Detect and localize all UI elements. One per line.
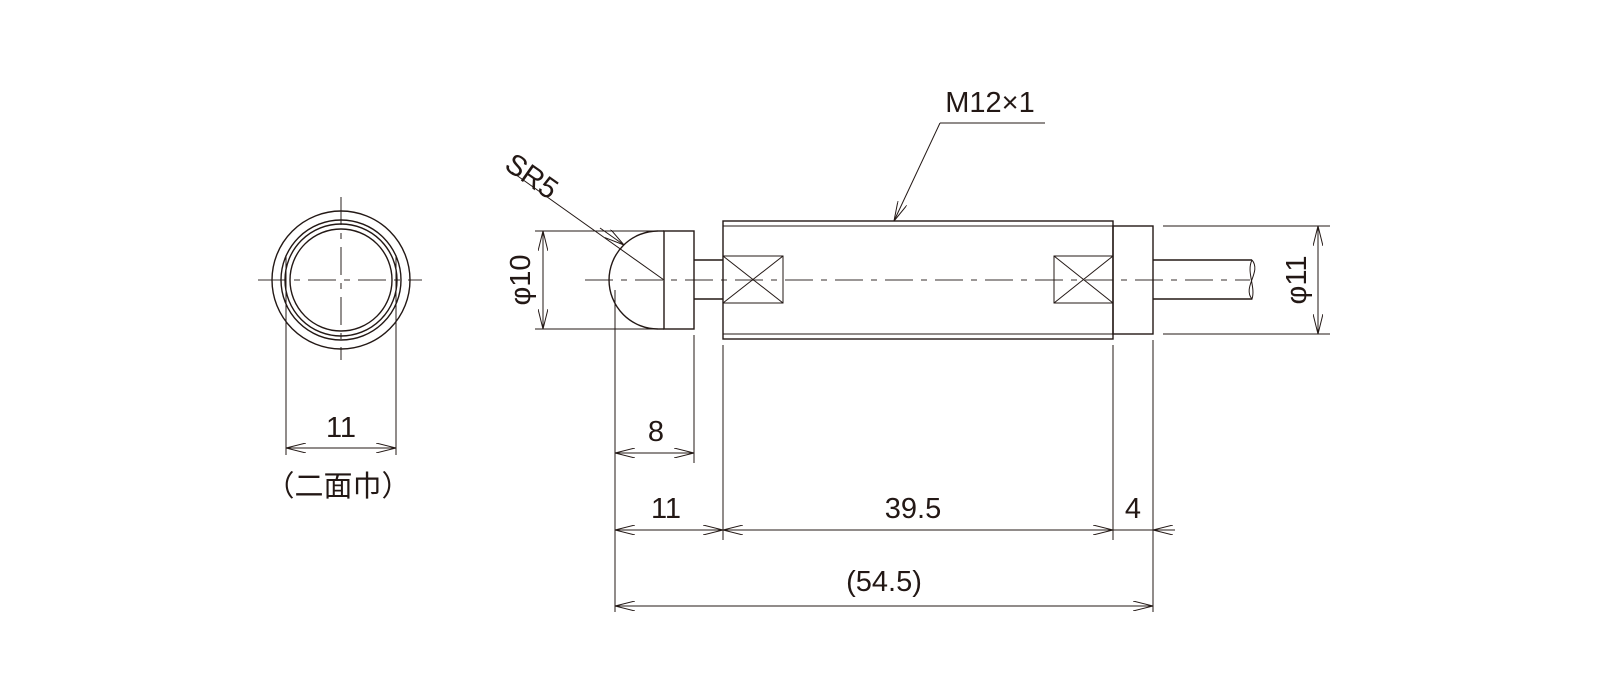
break-line bbox=[1248, 259, 1256, 301]
lock-nut bbox=[1112, 225, 1154, 335]
sr5-arrow bbox=[599, 227, 624, 245]
head-diameter-label: φ10 bbox=[505, 254, 537, 305]
flats-width-label: 11 bbox=[326, 412, 356, 444]
thread-circle-inner bbox=[284, 223, 398, 337]
sphere-radius-label: SR5 bbox=[499, 148, 564, 207]
hex-socket-left bbox=[722, 255, 784, 304]
bore-circle bbox=[289, 228, 393, 332]
thread-leader bbox=[894, 122, 941, 221]
overall-length-label: (54.5) bbox=[846, 566, 922, 598]
end-view: 11 （二面巾） bbox=[258, 197, 422, 503]
body-length-label: 39.5 bbox=[885, 493, 941, 525]
spherical-tip bbox=[608, 230, 659, 330]
tip-length-label: 11 bbox=[651, 493, 681, 525]
sr5-leader bbox=[511, 171, 665, 281]
thread-circle bbox=[280, 219, 402, 341]
outer-circle bbox=[271, 210, 411, 350]
thread-label: M12×1 bbox=[945, 87, 1034, 119]
body-diameter-label: φ11 bbox=[1281, 256, 1313, 305]
hex-socket-right bbox=[1053, 255, 1114, 304]
side-view: φ10 φ11 SR5 M12×1 8 11 39.5 4 (54.5) bbox=[499, 87, 1330, 612]
head-length-label: 8 bbox=[648, 416, 664, 448]
nut-length-label: 4 bbox=[1125, 493, 1141, 525]
flats-note: （二面巾） bbox=[265, 470, 410, 503]
